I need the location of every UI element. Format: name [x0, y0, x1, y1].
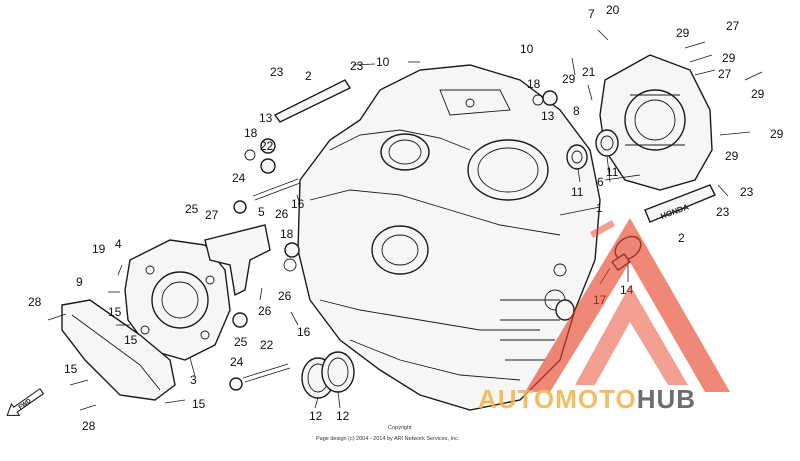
callout-29: 29: [722, 51, 736, 65]
rear-cover: [599, 54, 713, 191]
callout-28: 28: [82, 419, 96, 433]
chain-guard: [61, 299, 176, 401]
callout-15: 15: [192, 397, 206, 411]
callout-22: 22: [260, 338, 274, 352]
callout-19: 19: [92, 242, 106, 256]
crankcase-body: [297, 64, 601, 411]
callout-15: 15: [124, 333, 138, 347]
forward-direction-indicator: FWD: [6, 388, 45, 416]
callout-23: 23: [350, 59, 364, 73]
callout-27: 27: [205, 208, 219, 222]
footer-copyright: Copyright: [388, 425, 412, 431]
callout-27: 27: [718, 67, 732, 81]
callout-28: 28: [28, 295, 42, 309]
watermark-brand-suffix: HUB: [637, 384, 696, 414]
callout-29: 29: [770, 127, 784, 141]
callout-16: 16: [297, 325, 311, 339]
callout-24: 24: [232, 171, 246, 185]
footer-page-design: Page design (c) 2004 - 2014 by ARI Netwo…: [316, 436, 460, 442]
callout-numbers: 1 2 2 3 4 5 6 7 8 9 10 10 11 11 12 12 13…: [28, 3, 784, 433]
callout-13: 13: [541, 109, 555, 123]
callout-2: 2: [678, 231, 685, 245]
callout-27: 27: [726, 19, 740, 33]
callout-21: 21: [582, 65, 596, 79]
callout-18: 18: [527, 77, 541, 91]
callout-6: 6: [597, 175, 604, 189]
callout-2: 2: [305, 69, 312, 83]
callout-7: 7: [588, 7, 595, 21]
callout-26: 26: [278, 289, 292, 303]
mount-plate: [204, 224, 271, 297]
watermark-brand-text: AUTOMOTO: [478, 384, 637, 414]
nameplate-bracket: HONDA: [644, 184, 716, 223]
callout-26: 26: [275, 207, 289, 221]
svg-text:AUTOMOTOHUB: AUTOMOTOHUB: [478, 384, 696, 414]
callout-26: 26: [258, 304, 272, 318]
callout-29: 29: [751, 87, 765, 101]
callout-25: 25: [185, 202, 199, 216]
left-crankcase-cover: [124, 239, 231, 361]
callout-18: 18: [280, 227, 294, 241]
callout-10: 10: [520, 42, 534, 56]
callout-11: 11: [571, 185, 584, 199]
callout-15: 15: [108, 305, 122, 319]
studs-and-bolts: [47, 29, 763, 411]
watermark-triangle-icon: [525, 218, 730, 392]
automotohub-watermark: AUTOMOTOHUB: [478, 218, 730, 414]
callout-29: 29: [562, 72, 576, 86]
callout-23: 23: [270, 65, 284, 79]
callout-15: 15: [64, 362, 78, 376]
forward-arrow-icon: [6, 388, 45, 416]
top-strip-bracket: [273, 79, 352, 123]
callout-1: 1: [596, 201, 603, 215]
callout-20: 20: [606, 3, 620, 17]
callout-13: 13: [259, 111, 273, 125]
callout-11: 11: [606, 165, 619, 179]
callout-12: 12: [309, 409, 323, 423]
callout-29: 29: [725, 149, 739, 163]
callout-22: 22: [260, 139, 274, 153]
callout-9: 9: [76, 275, 83, 289]
callout-24: 24: [230, 355, 244, 369]
callout-3: 3: [190, 373, 197, 387]
diagram-footer: Copyright Page design (c) 2004 - 2014 by…: [316, 425, 460, 442]
watermark-flag-icon: [590, 220, 615, 238]
watermark-inner-triangle-icon: [575, 285, 688, 385]
callout-10: 10: [376, 55, 390, 69]
callout-23: 23: [716, 205, 730, 219]
callout-16: 16: [291, 197, 305, 211]
seal-rings: [229, 90, 619, 399]
callout-4: 4: [115, 237, 122, 251]
callout-29: 29: [676, 26, 690, 40]
callout-25: 25: [234, 335, 248, 349]
callout-5: 5: [258, 205, 265, 219]
callout-23: 23: [740, 185, 754, 199]
callout-18: 18: [244, 126, 258, 140]
callout-12: 12: [336, 409, 350, 423]
callout-8: 8: [573, 104, 580, 118]
